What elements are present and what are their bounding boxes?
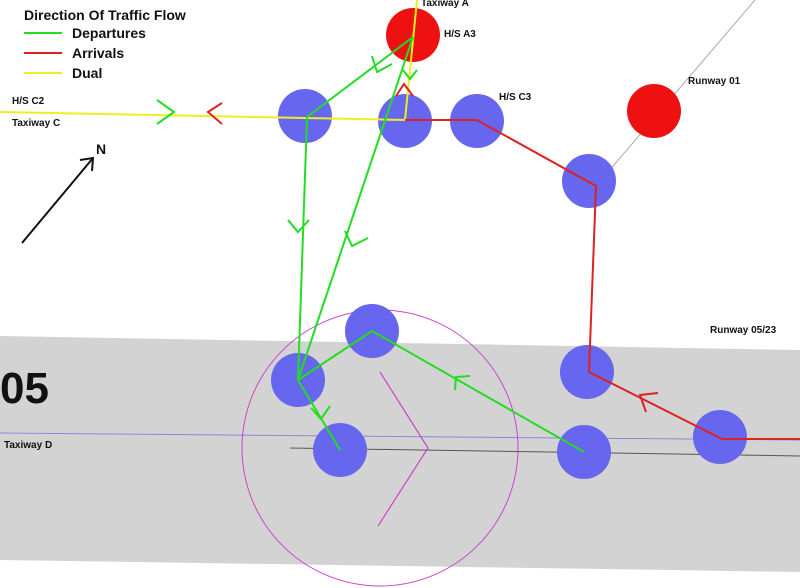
node-runway-arr [560,345,614,399]
legend: Direction Of Traffic Flow Departures Arr… [24,7,186,81]
legend-label-dual: Dual [72,65,102,81]
north-arrow-head [79,156,95,172]
label-runway-01: Runway 01 [688,76,741,87]
departures-arrow-taxiway-c [156,99,176,125]
label-hs-c2: H/S C2 [12,96,45,107]
north-label: N [96,141,106,157]
departures-arrow-4 [344,230,369,248]
departures-path-a [296,36,414,451]
departures-arrow-3 [287,219,310,234]
departures-arrow-5 [454,375,471,391]
runway-number: 05 [0,364,49,413]
legend-label-departures: Departures [72,25,146,41]
label-hs-c3: H/S C3 [499,92,532,103]
node-hs-c2 [278,89,332,143]
taxiway-d-line [0,432,800,441]
label-taxiway-c: Taxiway C [12,118,60,129]
legend-title: Direction Of Traffic Flow [24,7,186,23]
node-runway-01-threshold [627,84,681,138]
arrivals-arrow-runway [638,392,659,413]
arrivals-arrow-taxiway-a [395,82,414,97]
departures-arrow-2 [402,69,418,81]
arrivals-arrow-taxiway-c [206,102,223,125]
dual-taxiway-a [404,0,418,121]
departures-arrow-6 [310,405,331,421]
label-runway-0523: Runway 05/23 [710,325,777,336]
legend-label-arrivals: Arrivals [72,45,124,61]
label-taxiway-d: Taxiway D [4,440,52,451]
runway-01-centerline [595,0,756,187]
arrivals-path [405,119,800,440]
departures-path-b [297,36,414,381]
dual-taxiway-c [0,111,406,121]
circle-chevron [377,371,429,527]
north-arrow-line [21,157,94,244]
label-hs-a3: H/S A3 [444,29,476,40]
label-taxiway-a: Taxiway A [421,0,469,9]
departures-path-c [297,329,585,453]
departures-arrow-1 [371,55,393,74]
